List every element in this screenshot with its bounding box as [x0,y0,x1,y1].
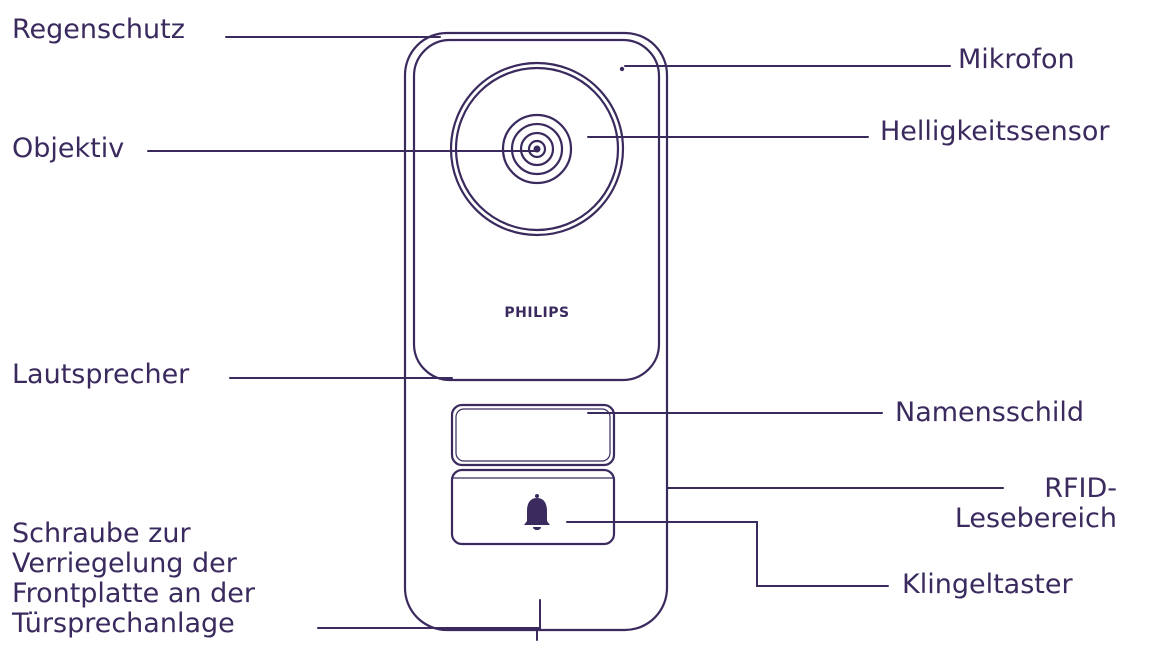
lens-ring-1 [527,139,547,159]
lens-ring-outer [501,113,573,185]
name-plate-inner [455,408,611,462]
label-lautsprecher: Lautsprecher [12,359,190,390]
leader-schraube [317,599,541,629]
label-klingeltaster: Klingeltaster [902,569,1073,600]
camera-ring [449,61,625,237]
bell-button [450,468,616,546]
microphone-dot [619,66,625,72]
label-mikrofon: Mikrofon [958,44,1075,75]
label-rfid: RFID- Lesebereich [954,473,1117,534]
label-objektiv: Objektiv [12,133,125,164]
brand-logo: PHILIPS [504,305,569,321]
name-plate [450,403,616,467]
camera-inner-ring [454,66,620,232]
leader-klingeltaster [566,521,889,587]
lens-ring-3 [510,122,564,176]
label-helligkeitssensor: Helligkeitssensor [880,116,1110,147]
label-schraube: Schraube zur Verriegelung der Frontplatt… [12,518,255,639]
camera-panel [412,38,661,382]
label-namensschild: Namensschild [895,397,1084,428]
housing-outline [403,31,669,632]
bell-icon [524,494,550,530]
label-regenschutz: Regenschutz [12,14,185,45]
lens-ring-2 [519,131,555,167]
